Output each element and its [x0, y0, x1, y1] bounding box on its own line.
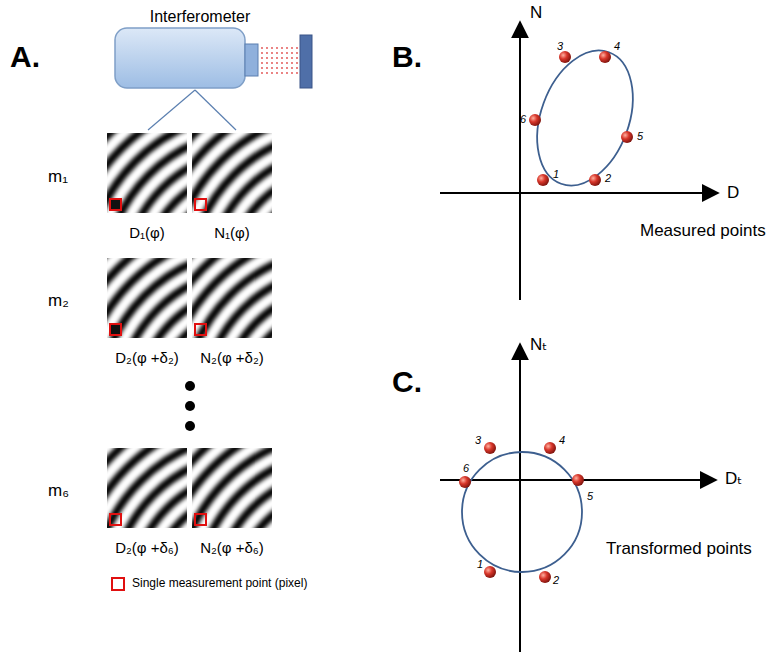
- measurement-name: m₁: [48, 168, 68, 187]
- pixel-marker: [110, 324, 121, 335]
- panel-letter: B.: [392, 40, 422, 73]
- point-number: 6: [520, 113, 526, 125]
- image-label: N₂(φ +δ₂): [200, 350, 263, 367]
- pixel-marker: [110, 199, 121, 210]
- data-point: [529, 114, 541, 126]
- data-points: [459, 51, 633, 583]
- point-number: 1: [553, 168, 559, 180]
- point-number: 3: [475, 434, 481, 446]
- fringe-image: [192, 258, 272, 338]
- point-number: 2: [605, 172, 611, 184]
- fringe-image: [107, 258, 187, 338]
- axis-label: D: [727, 184, 739, 203]
- pixel-marker: [195, 199, 206, 210]
- measurement-name: m₆: [48, 482, 69, 501]
- data-point: [572, 474, 584, 486]
- transformed-plot: [440, 344, 716, 652]
- fringe-images: [3, 35, 596, 654]
- pixel-marker: [110, 514, 121, 525]
- plot-caption: Measured points: [640, 222, 766, 241]
- axis-label: N: [530, 4, 542, 23]
- panel-letter: C.: [392, 365, 422, 398]
- data-point: [484, 566, 496, 578]
- point-number: 3: [557, 40, 563, 52]
- axis-label: Dₜ: [725, 470, 742, 489]
- fringe-image: [107, 133, 187, 213]
- fringe-image: [107, 448, 187, 528]
- point-number: 6: [463, 462, 469, 474]
- interferometer: [115, 28, 312, 130]
- data-point: [559, 51, 571, 63]
- ellipsis-dots: [185, 381, 195, 431]
- device-name: Interferometer: [150, 8, 250, 26]
- data-point: [599, 51, 611, 63]
- fringe-image: [192, 133, 272, 213]
- data-point: [539, 571, 551, 583]
- data-point: [621, 131, 633, 143]
- pixel-marker: [195, 324, 206, 335]
- data-point: [459, 476, 471, 488]
- data-point: [589, 174, 601, 186]
- data-point: [544, 442, 556, 454]
- data-point: [537, 174, 549, 186]
- fringe-image: [192, 448, 272, 528]
- pixel-marker: [195, 514, 206, 525]
- data-point: [484, 442, 496, 454]
- point-number: 5: [587, 490, 593, 502]
- legend-text: Single measurement point (pixel): [132, 577, 307, 590]
- image-label: D₂(φ +δ₂): [115, 350, 178, 367]
- measured-plot: [440, 22, 718, 300]
- image-label: D₁(φ): [129, 225, 165, 242]
- point-number: 2: [553, 574, 559, 586]
- laser-beam: [261, 47, 298, 74]
- plot-caption: Transformed points: [606, 540, 752, 559]
- point-number: 4: [559, 434, 565, 446]
- panel-letter: A.: [10, 40, 40, 73]
- image-label: N₂(φ +δ₆): [200, 540, 264, 557]
- point-number: 1: [477, 558, 483, 570]
- point-number: 5: [637, 130, 643, 142]
- image-label: D₂(φ +δ₆): [115, 540, 179, 557]
- image-label: N₁(φ): [214, 225, 250, 242]
- point-number: 4: [614, 40, 620, 52]
- axis-label: Nₜ: [530, 336, 547, 355]
- measurement-name: m₂: [48, 292, 69, 311]
- legend-sample: [112, 578, 124, 590]
